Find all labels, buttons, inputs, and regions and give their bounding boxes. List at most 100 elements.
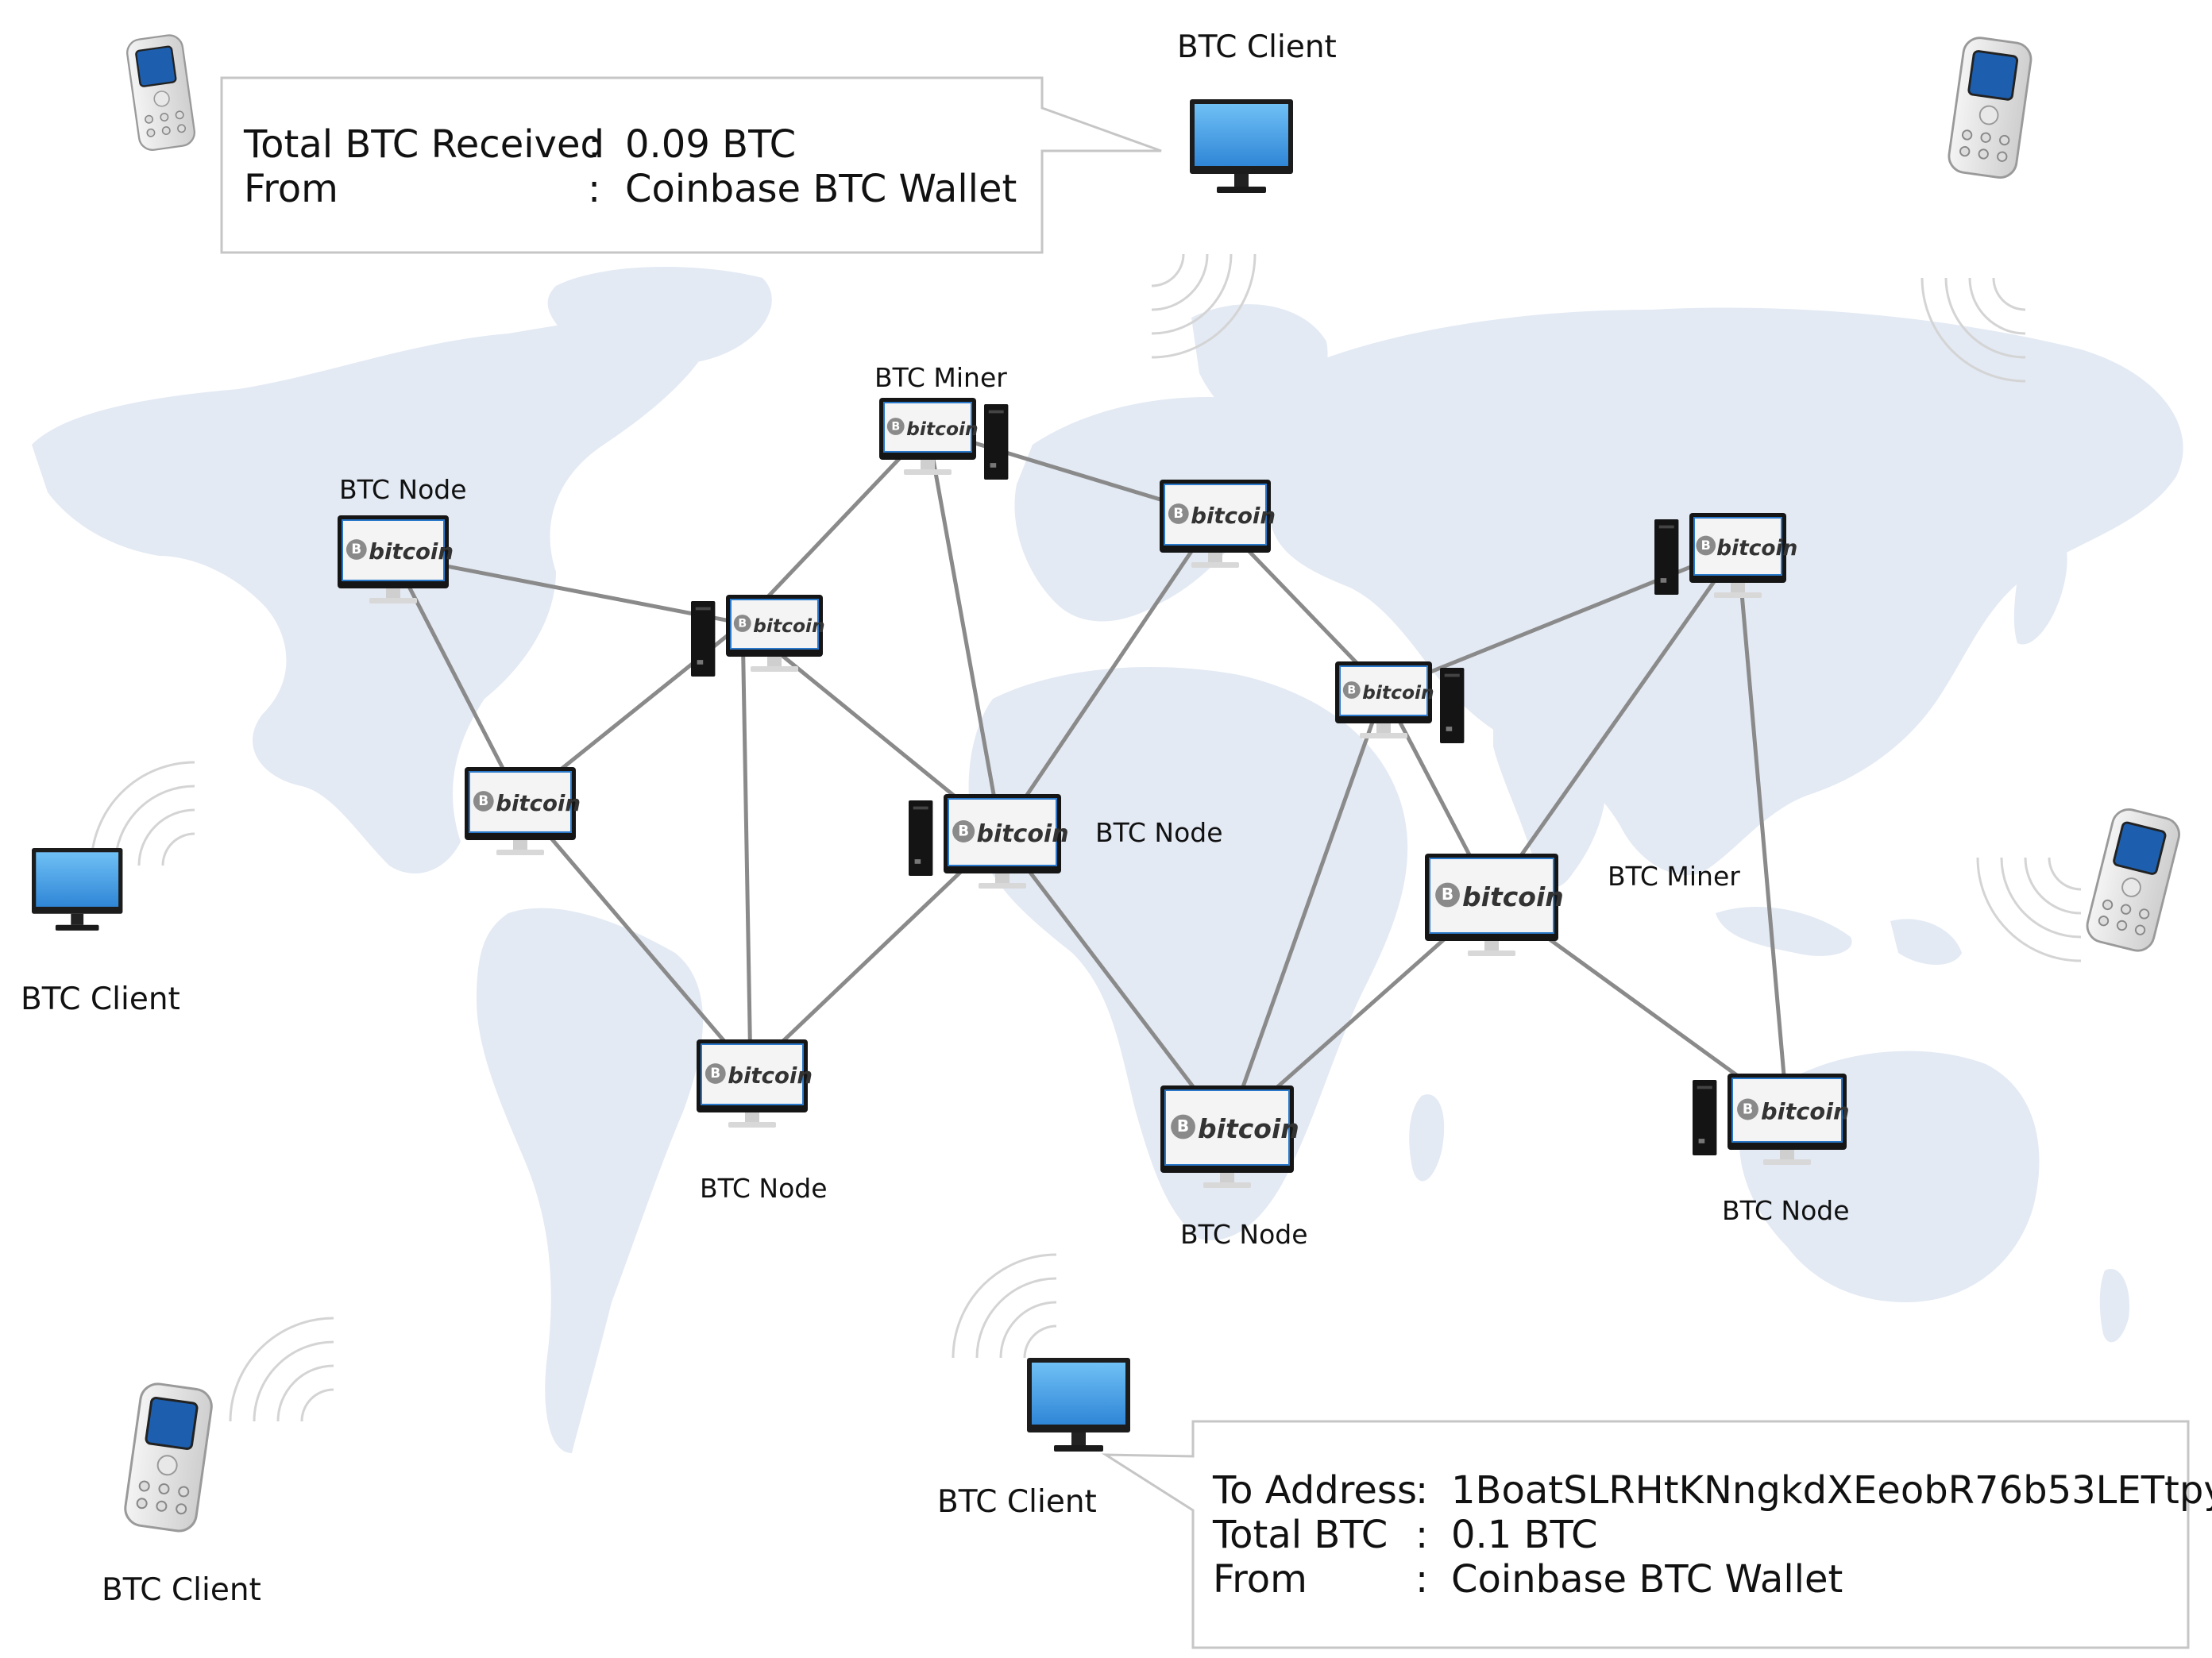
labels: BTC Client BTC Client BTC Client BTC Cli… [21,29,1850,1608]
bitcoin-coin-icon [1342,681,1361,699]
link [391,554,523,804]
monitor-icon[interactable] [1190,99,1293,193]
callout-key: To Address [1212,1468,1417,1513]
bitcoin-symbol: B [1743,1101,1753,1117]
bitcoin-coin-icon [733,615,751,632]
callout-value: 0.1 BTC [1451,1513,1598,1557]
bitcoin-logo-text: bitcoin [1761,1098,1849,1125]
phone-icon[interactable] [122,1380,215,1535]
link [741,427,929,625]
bitcoin-symbol: B [478,792,488,808]
label-btc-node: BTC Node [1722,1195,1850,1226]
link [1225,690,1386,1132]
bitcoin-logo-text: bitcoin [976,820,1068,848]
bitcoin-logo-text: bitcoin [1462,881,1564,912]
bitcoin-symbol: B [1347,684,1356,696]
bitcoin-coin-icon [346,539,367,560]
tower-icon [909,800,933,876]
label-btc-client: BTC Client [102,1572,261,1608]
callout-value: Coinbase BTC Wallet [1451,1557,1843,1602]
callout-sep: : [1415,1468,1428,1513]
bitcoin-coin-icon [1171,1114,1195,1139]
bitcoin-logo-text: bitcoin [496,790,581,816]
tower-icon [1440,668,1465,743]
callout-sep: : [588,167,600,211]
bitcoin-logo-text: bitcoin [728,1062,813,1089]
bitcoin-logo-text: bitcoin [906,418,979,440]
label-btc-node: BTC Node [700,1173,828,1204]
bitcoin-coin-icon [1435,882,1460,908]
bitcoin-coin-icon [886,418,905,435]
label-btc-miner: BTC Miner [874,362,1007,393]
link [1735,547,1789,1112]
link [998,515,1218,835]
bitcoin-coin-icon [1737,1098,1758,1120]
label-btc-node: BTC Node [1180,1219,1308,1250]
bitcoin-symbol: B [1173,505,1183,521]
callout-sep: : [1415,1557,1428,1602]
bitcoin-symbol: B [1177,1116,1189,1136]
label-btc-node: BTC Node [339,474,467,505]
tower-icon [1693,1080,1717,1155]
monitor-icon[interactable] [1027,1358,1130,1452]
tower-icon [984,404,1009,480]
monitor-icon[interactable] [32,848,123,931]
bitcoin-logo-text: bitcoin [753,615,825,637]
label-btc-miner: BTC Miner [1608,861,1740,892]
callout-value: Coinbase BTC Wallet [625,167,1017,211]
link [740,623,753,1073]
label-btc-client: BTC Client [937,1484,1097,1520]
callout-value: 1BoatSLRHtKNngkdXEeobR76b53LETtpyT [1451,1468,2212,1513]
bitcoin-symbol: B [710,1065,720,1081]
label-btc-client: BTC Client [1177,29,1337,65]
bitcoin-symbol: B [891,420,900,433]
bitcoin-logo-text: bitcoin [369,538,454,565]
bitcoin-symbol: B [958,823,969,840]
bitcoin-symbol: B [1701,538,1711,553]
bitcoin-logo-text: bitcoin [1191,503,1276,529]
label-btc-client: BTC Client [21,981,180,1017]
link [519,800,752,1074]
link [925,428,1003,835]
bitcoin-coin-icon [1696,535,1716,556]
callout-key: From [244,167,338,211]
bitcoin-symbol: B [738,617,747,630]
bitcoin-coin-icon [473,791,494,812]
bitcoin-coin-icon [705,1063,726,1084]
bitcoin-symbol: B [351,541,361,557]
callout-sep: : [1415,1513,1428,1557]
callout-sent: To Address : 1BoatSLRHtKNngkdXEeobR76b53… [1101,1420,2212,1649]
bitcoin-logo-text: bitcoin [1716,536,1797,561]
callout-key: Total BTC [1212,1513,1388,1557]
link [999,832,1229,1133]
world-map-background [32,267,2183,1453]
phone-icon[interactable] [124,33,198,153]
network-links [391,426,1789,1133]
bitcoin-symbol: B [1442,885,1453,904]
phone-icon[interactable] [2083,804,2184,956]
label-btc-node: BTC Node [1095,817,1223,848]
bitcoin-logo-text: bitcoin [1362,681,1434,704]
callout-value: 0.09 BTC [625,122,796,167]
phone-icon[interactable] [1945,34,2035,181]
callout-key: From [1213,1557,1307,1602]
callout-sep: : [588,122,600,167]
callout-key: Total BTC Received [243,122,604,167]
tower-icon [1654,519,1679,595]
link [1489,546,1740,899]
